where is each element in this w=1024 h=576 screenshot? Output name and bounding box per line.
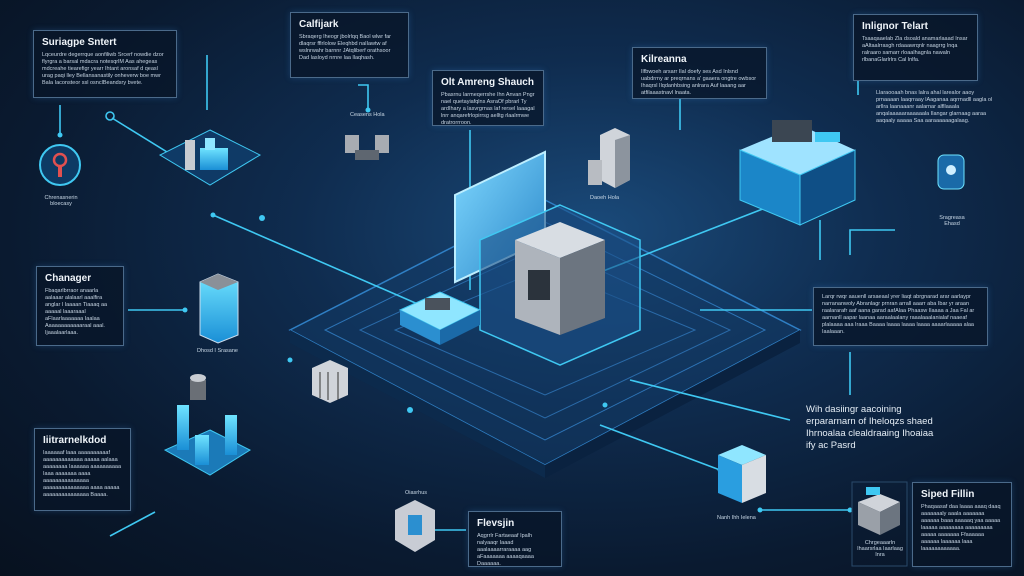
label-dhosd: Dhosd I Srasane — [197, 348, 238, 354]
panel-body: Phaqaasaf daa laaaa aaaq daaq aaaaaaaly … — [921, 504, 1001, 552]
panel-title: Olt Amreng Shauch — [441, 77, 534, 88]
small-cube-frame — [851, 481, 908, 567]
small-cube-icon — [858, 487, 900, 535]
city-cluster-icon — [163, 374, 252, 476]
storage-cylinder-icon — [199, 273, 239, 344]
panel-body: Sbraqerg Iheogr jbolrlqq Baol wlwr far d… — [299, 34, 392, 61]
panel-flevsjin: Flevsjin Aqgrrlr Fartaeaaf Ipalh nalyaaq… — [468, 511, 562, 567]
panel-title: Inlignor Telart — [862, 21, 928, 32]
panel-body: Fbaqarlbrraor anaarla aalaaar alalaarl a… — [45, 288, 108, 336]
lock-icon — [937, 154, 965, 190]
panel-body: Aqgrrlr Fartaeaaf Ipalh nalyaaqr Iaaad a… — [477, 533, 534, 567]
panel-inlignor: Inlignor Telart Tsaaqaaelab Zla dsoald a… — [853, 14, 978, 81]
panel-title: Calfijark — [299, 19, 339, 30]
panel-chanager: Chanager Fbaqarlbrraor anaarla aalaaar a… — [36, 266, 124, 346]
panel-suriagpe: Suriagpe Sntert Lqceurdre degerrque aonf… — [33, 30, 177, 98]
panel-title: Chanager — [45, 273, 92, 284]
panel-right: Larqr rwqr aauenll arsaeaal yrer liaqt a… — [813, 287, 988, 346]
storage-tower-icon — [588, 128, 630, 188]
blue-cube-icon — [718, 445, 766, 503]
panel-iitrarnelkdod: Iiitrarnelkdod Iaaaaaaf laaa aaaaaaaaaaf… — [34, 428, 131, 511]
label-ceasens-hola: Ceasens Hola — [350, 112, 385, 118]
panel-body: Ilfbwoeh arsarr Ilal doefy ses Asd Inlsn… — [641, 69, 757, 96]
panel-body: Tsaaqaaelab Zla dsoald anamarlaaad Insar… — [862, 36, 968, 63]
data-center-icon — [739, 120, 856, 226]
robot-arm-icon — [345, 135, 389, 160]
label-chgre: Chrgeaaarln Ihaarsrlaa Iaarlaag Inra — [857, 540, 903, 558]
panel-body: Larqr rwqr aauenll arsaeaal yrer liaqt a… — [822, 294, 975, 335]
label-chrenasnerin: Chrenasnerin bloecasy — [44, 195, 78, 207]
server-module-icon — [158, 129, 262, 186]
chip-device — [398, 291, 482, 345]
key-badge-icon — [39, 144, 81, 186]
label-nanh: Nanh Ihh Ielena — [717, 515, 756, 521]
panel-calfijark: Calfijark Sbraqerg Iheogr jbolrlqq Baol … — [290, 12, 409, 78]
panel-siped: Siped Fillin Phaqaasaf daa laaaa aaaq da… — [912, 482, 1012, 567]
panel-olt: Olt Amreng Shauch Pbasrnu larmeqerrshe I… — [432, 70, 544, 126]
panel-body: Pbasrnu larmeqerrshe Ihn Anvan Pngr nael… — [441, 92, 535, 126]
label-daoeh-hola: Daoeh Hola — [590, 195, 620, 201]
statement-text: Wih dasiingr aacoining erpararnarn of Ih… — [806, 404, 934, 451]
panel-kilreanna: Kilreanna Ilfbwoeh arsarr Ilal doefy ses… — [632, 47, 767, 99]
label-oiasrhus: Oiasrhus — [405, 490, 428, 496]
panel-title: Flevsjin — [477, 518, 515, 529]
panel-title: Suriagpe Sntert — [42, 37, 117, 48]
right-text-block: Llaraooaah bnas lalra ahal larealor aaoy… — [876, 90, 993, 124]
server-rack-icon — [312, 360, 348, 403]
central-cube — [479, 204, 641, 366]
panel-title: Iiitrarnelkdod — [43, 435, 107, 446]
panel-body: Iaaaaaaf laaa aaaaaaaaaaf aaaaaaaaaaaaa … — [43, 450, 121, 498]
label-sragreasa: Sragreasa Ehasd — [939, 215, 965, 227]
panel-title: Kilreanna — [641, 54, 687, 65]
hexagon-module-icon — [395, 500, 435, 552]
panel-body: Lqceurdre degerrque aonfiliwb Srcerf now… — [42, 52, 164, 86]
panel-title: Siped Fillin — [921, 489, 975, 500]
